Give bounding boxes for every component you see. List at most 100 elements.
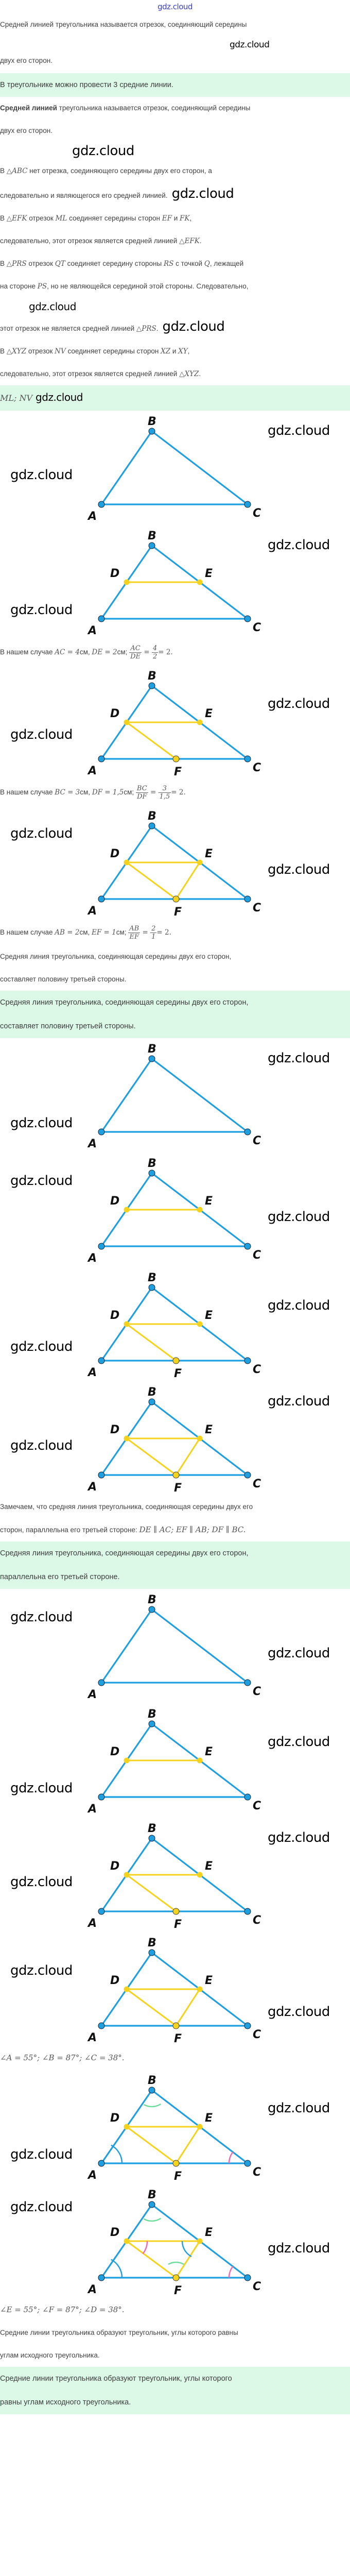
site-brand-logo[interactable]: gdz.cloud xyxy=(157,2,192,11)
vertex-A xyxy=(98,1908,105,1915)
answer-text: равны углам исходного треугольника. xyxy=(0,2398,131,2406)
vertex-label-D: D xyxy=(110,1423,119,1436)
vertex-label-B: B xyxy=(148,1708,156,1721)
midpoint-F xyxy=(172,2022,180,2029)
vertex-C xyxy=(244,755,251,762)
watermark: gdz.cloud xyxy=(268,1734,330,1750)
watermark: gdz.cloud xyxy=(10,1339,73,1354)
vertex-B xyxy=(148,1170,155,1177)
vertex-label-B: B xyxy=(148,670,156,683)
angles-given: ∠A = 55°; ∠B = 87°; ∠C = 38°. xyxy=(0,2053,125,2062)
vertex-label-A: A xyxy=(87,2031,97,2044)
vertex-label-A: A xyxy=(87,765,97,777)
angle-arc-A xyxy=(111,2144,123,2164)
midpoint-F xyxy=(172,2160,180,2167)
midpoint-D xyxy=(124,1435,130,1442)
vertex-label-D: D xyxy=(110,1309,119,1322)
vertex-label-F: F xyxy=(174,1918,182,1931)
vertex-label-E: E xyxy=(205,1974,213,1987)
vertex-A xyxy=(98,2160,105,2167)
midpoint-F xyxy=(172,2274,180,2281)
definition-rest: треугольника называется отрезок, соединя… xyxy=(57,104,251,112)
midline-DF xyxy=(126,721,177,760)
angle-arc-E xyxy=(181,2241,192,2258)
watermark: gdz.cloud xyxy=(10,1173,73,1189)
analysis-line: следовательно и являющегося его средней … xyxy=(0,186,234,201)
side-BC xyxy=(151,1608,248,1684)
watermark: gdz.cloud xyxy=(268,696,330,711)
angles-result: ∠E = 55°; ∠F = 87°; ∠D = 38°. xyxy=(0,2305,125,2314)
vertex-label-B: B xyxy=(148,530,156,543)
vertex-A xyxy=(98,1357,105,1364)
vertex-label-F: F xyxy=(174,2284,182,2297)
definition-line-2b: двух его сторон. xyxy=(0,127,52,134)
midpoint-F xyxy=(172,1471,180,1479)
vertex-label-B: B xyxy=(148,1822,156,1835)
vertex-B xyxy=(148,1055,155,1062)
angle-arc-C xyxy=(228,2266,234,2278)
midline-DF xyxy=(126,1437,177,1476)
vertex-label-A: A xyxy=(87,1481,97,1494)
parallel-line2: сторон, параллельна его третьей стороне:… xyxy=(0,1525,246,1534)
analysis-line: В △EFK отрезок ML соединяет середины сто… xyxy=(0,214,192,223)
watermark: gdz.cloud xyxy=(10,1115,73,1131)
vertex-A xyxy=(98,615,105,622)
parallel-line1: Замечаем, что средняя линия треугольника… xyxy=(0,1503,253,1511)
vertex-A xyxy=(98,2274,105,2281)
watermark: gdz.cloud xyxy=(268,1209,330,1225)
angle-arc-B xyxy=(143,2103,162,2108)
midpoint-D xyxy=(124,719,130,725)
vertex-label-D: D xyxy=(110,1745,119,1758)
midpoint-D xyxy=(124,1321,130,1327)
page: gdz.cloud Средней линией треугольника на… xyxy=(0,2,350,2414)
definition-term: Средней линией xyxy=(0,104,57,112)
angle-arc-C xyxy=(228,2151,234,2164)
angle-arc-D xyxy=(142,2241,148,2255)
vertex-label-C: C xyxy=(253,1478,261,1490)
vertex-label-B: B xyxy=(148,1157,156,1170)
vertex-label-E: E xyxy=(205,1195,213,1208)
conclusion-4-line1: Средние линии треугольника образуют треу… xyxy=(0,2329,238,2336)
vertex-label-A: A xyxy=(87,905,97,918)
midpoint-F xyxy=(172,1908,180,1915)
watermark: gdz.cloud xyxy=(268,2100,330,2116)
highlight-answer-box: В треугольнике можно провести 3 средние … xyxy=(0,73,350,97)
vertex-C xyxy=(244,1128,251,1136)
answer-text: Средние линии треугольника образуют треу… xyxy=(0,2375,232,2383)
watermark: gdz.cloud xyxy=(10,602,73,618)
analysis-line: В △XYZ отрезок NV соединяет середины сто… xyxy=(0,347,190,355)
vertex-label-C: C xyxy=(253,902,261,914)
vertex-label-A: A xyxy=(87,1688,97,1701)
answer-box: Средние линии треугольника образуют треу… xyxy=(0,2367,350,2414)
vertex-label-A: A xyxy=(87,624,97,637)
midpoint-E xyxy=(197,719,203,725)
answer-text: Средняя линия треугольника, соединяющая … xyxy=(0,1549,249,1557)
midpoint-F xyxy=(172,895,180,903)
watermark: gdz.cloud xyxy=(10,1609,73,1625)
watermark: gdz.cloud xyxy=(10,727,73,742)
midpoint-E xyxy=(197,1986,203,1992)
midline-DF xyxy=(126,1323,177,1362)
vertex-A xyxy=(98,1471,105,1479)
vertex-B xyxy=(148,1720,155,1727)
vertex-A xyxy=(98,1128,105,1136)
vertex-label-B: B xyxy=(148,810,156,823)
vertex-label-C: C xyxy=(253,1249,261,1262)
vertex-label-D: D xyxy=(110,567,119,580)
watermark: gdz.cloud xyxy=(10,2199,73,2215)
vertex-B xyxy=(148,1835,155,1842)
vertex-label-E: E xyxy=(205,567,213,580)
watermark: gdz.cloud xyxy=(268,2241,330,2256)
vertex-label-D: D xyxy=(110,1195,119,1208)
